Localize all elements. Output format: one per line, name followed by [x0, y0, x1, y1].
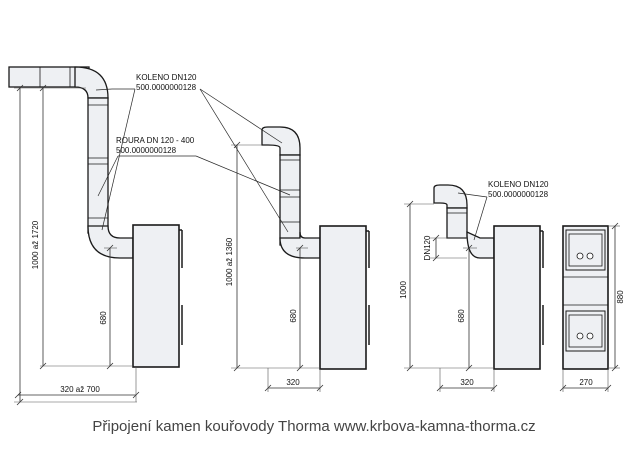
stove-1 — [132, 224, 180, 368]
label-roura-code: 500.0000000128 — [116, 146, 177, 155]
dim-height-1: 1000 až 1720 — [31, 220, 40, 269]
dim-width-3: 320 — [460, 378, 474, 387]
label-koleno3-title: KOLENO DN120 — [488, 180, 549, 189]
bottom-elbow — [87, 225, 134, 259]
short-pipe-3 — [446, 207, 468, 239]
dim-width-2: 320 — [286, 378, 300, 387]
bottom-elbow-3 — [466, 230, 495, 259]
label-roura-title: ROURA DN 120 - 400 — [116, 136, 195, 145]
upper-knob-icon — [586, 252, 594, 260]
lower-knob-icon — [576, 332, 584, 340]
dim-stove-1: 680 — [99, 311, 108, 325]
vertical-pipe — [87, 97, 109, 234]
dim-width-1: 320 až 700 — [60, 385, 100, 394]
label-koleno-code: 500.0000000128 — [136, 83, 197, 92]
figure-3: 1000 DN120 680 320 — [399, 184, 544, 392]
footer-caption: Připojení kamen kouřovody Thorma www.krb… — [92, 418, 535, 435]
upper-door — [565, 229, 606, 271]
leader-lines — [95, 88, 488, 241]
dim-width-4: 270 — [579, 378, 593, 387]
upper-knob-icon — [576, 252, 584, 260]
top-elbow-3 — [433, 184, 468, 209]
figure-2: 1000 až 1360 680 320 — [225, 126, 370, 392]
lower-door — [565, 310, 606, 352]
dim-height-2: 1000 až 1360 — [225, 237, 234, 286]
top-elbow — [74, 66, 109, 99]
stove-front — [562, 225, 609, 370]
dim-stove-2: 680 — [289, 309, 298, 323]
bottom-elbow-2 — [279, 231, 321, 259]
label-koleno3-code: 500.0000000128 — [488, 190, 549, 199]
top-elbow-2 — [261, 126, 301, 156]
label-koleno-title: KOLENO DN120 — [136, 73, 197, 82]
dim-height-3: 1000 — [399, 281, 408, 299]
dim-elbow-3: DN120 — [423, 235, 432, 260]
stove-3 — [493, 225, 541, 370]
figure-4-front-view: 880 270 — [559, 222, 625, 392]
vertical-pipe-2 — [279, 154, 301, 246]
dim-stove-3: 680 — [457, 309, 466, 323]
stove-2 — [319, 225, 367, 370]
figure-1: 1000 až 1720 680 320 až 700 — [8, 66, 183, 406]
dim-height-4: 880 — [616, 290, 625, 304]
lower-knob-icon — [586, 332, 594, 340]
